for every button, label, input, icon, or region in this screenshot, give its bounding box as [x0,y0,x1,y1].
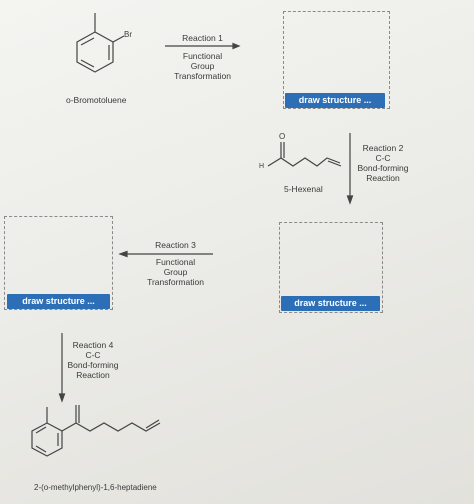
reaction-2-label: Reaction 2 C-C Bond-forming Reaction [357,143,409,183]
start-compound-name: o-Bromotoluene [66,95,127,105]
draw-structure-button-2[interactable]: draw structure ... [7,294,110,309]
structure-drawing-area-2[interactable] [4,216,113,310]
reaction-4-label: Reaction 4 C-C Bond-forming Reaction [67,340,119,380]
reaction-1-label: Reaction 1 Functional Group Transformati… [174,33,231,81]
oxygen-atom-label: O [279,132,286,141]
structure-drawing-area-3[interactable] [279,222,383,313]
reaction-3-label: Reaction 3 Functional Group Transformati… [147,240,204,287]
hydrogen-atom-label: H [259,163,265,170]
draw-structure-button-3[interactable]: draw structure ... [281,296,380,311]
structure-drawing-area-1[interactable] [283,11,390,109]
bromine-atom-label: Br [124,30,132,39]
reagent-compound-name: 5-Hexenal [284,184,323,194]
product-compound-name: 2-(o-methylphenyl)-1,6-heptadiene [34,483,157,492]
draw-structure-button-1[interactable]: draw structure ... [285,93,385,108]
